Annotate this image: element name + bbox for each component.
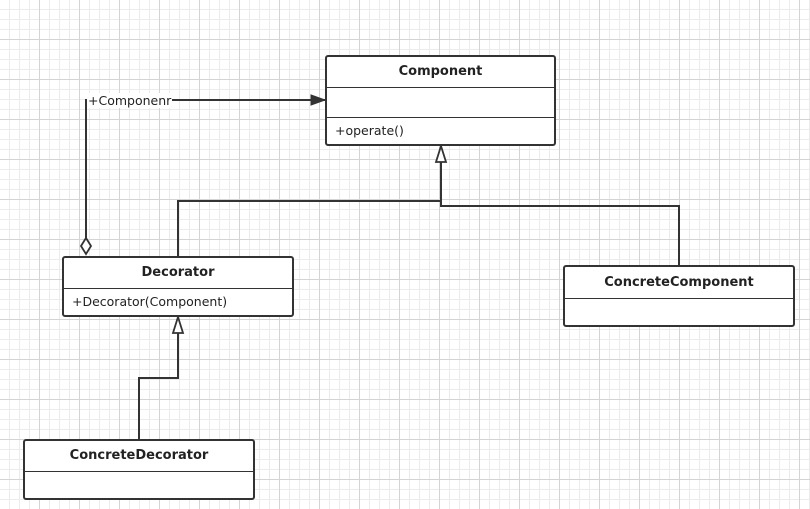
concrete-component-generalization-connector[interactable] — [434, 142, 680, 265]
concrete-decorator-generalization-connector[interactable] — [138, 313, 185, 439]
class-component[interactable]: Component +operate() — [325, 55, 556, 146]
class-decorator-name: Decorator — [64, 258, 292, 289]
aggregation-role-label: +Componenr — [87, 93, 173, 108]
navigation-arrowhead-icon — [310, 94, 327, 106]
class-decorator[interactable]: Decorator +Decorator(Component) — [62, 256, 294, 317]
class-concrete-decorator-attributes — [25, 472, 253, 498]
class-component-name: Component — [327, 57, 554, 88]
decorator-generalization-triangle-icon — [171, 313, 185, 334]
component-generalization-triangle-icon — [434, 142, 448, 163]
aggregation-diamond-icon — [79, 236, 93, 256]
class-concrete-decorator[interactable]: ConcreteDecorator — [23, 439, 255, 500]
decorator-generalization-connector[interactable] — [177, 162, 442, 256]
class-component-operations: +operate() — [335, 123, 404, 138]
class-concrete-component[interactable]: ConcreteComponent — [563, 265, 795, 327]
class-component-attributes — [327, 88, 554, 118]
class-concrete-component-name: ConcreteComponent — [565, 267, 793, 299]
class-concrete-component-attributes — [565, 299, 793, 325]
class-concrete-decorator-name: ConcreteDecorator — [25, 441, 253, 472]
class-decorator-operations: +Decorator(Component) — [72, 294, 228, 309]
aggregation-connector[interactable] — [79, 94, 327, 256]
